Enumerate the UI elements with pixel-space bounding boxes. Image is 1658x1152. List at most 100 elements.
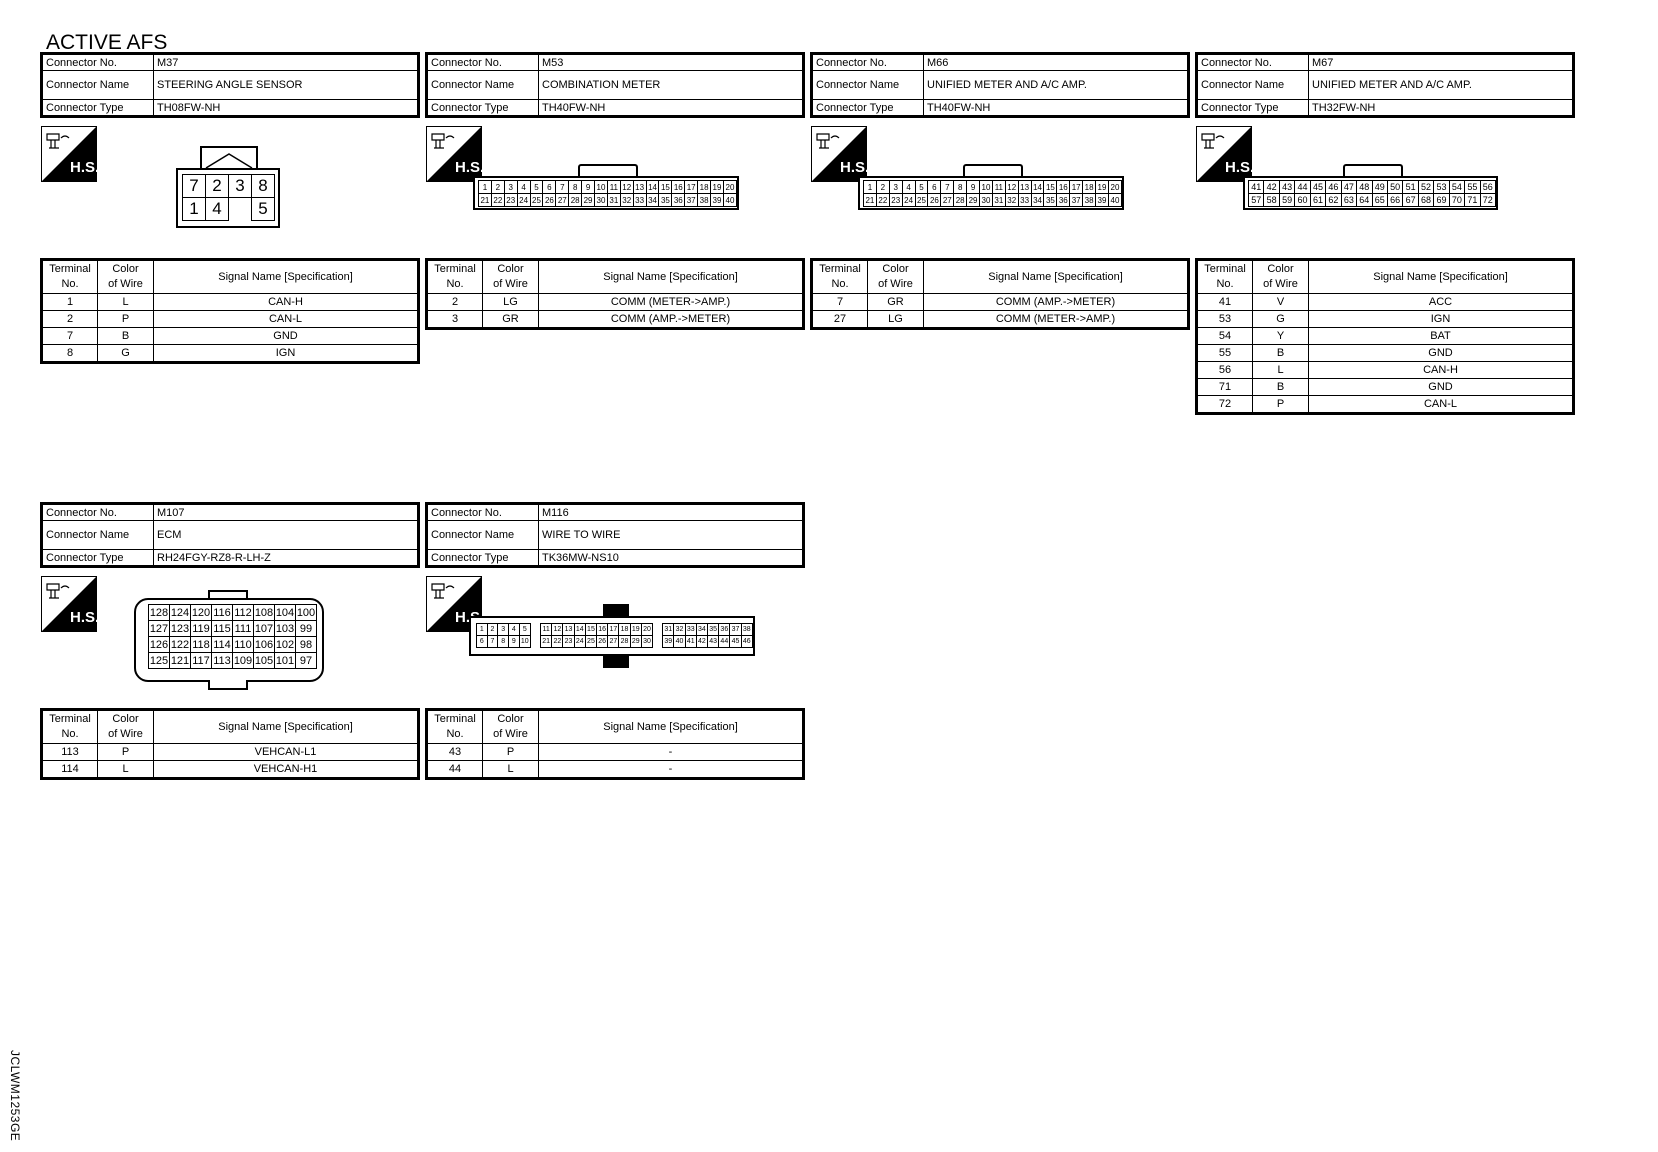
pin-cell: 39: [1095, 193, 1109, 207]
connector-number-row: Connector No.M67: [1196, 53, 1574, 71]
pin-cell: 5: [251, 197, 275, 221]
pin-gap: [653, 624, 663, 636]
pin-cell: 10: [594, 180, 608, 194]
pin-cell: 24: [516, 193, 531, 207]
pin-cell: 31: [606, 193, 621, 207]
pin-cell: 6: [927, 180, 942, 194]
pin-cell: 7: [555, 180, 570, 194]
pin-cell: 117: [190, 652, 212, 669]
pin-cell: 32: [673, 623, 686, 636]
pin-cell: 7: [486, 635, 499, 648]
pin-cell: 20: [1107, 180, 1123, 194]
connector-name-label: Connector Name: [426, 520, 539, 550]
pin-cell: 124: [169, 604, 191, 621]
pin-cell: 35: [1043, 193, 1058, 207]
pin-cell: 20: [640, 623, 654, 636]
pin-cell: 111: [232, 620, 254, 637]
pin-cell: 23: [503, 193, 518, 207]
terminal-number: 2: [426, 293, 483, 311]
pin-cell: 114: [211, 636, 233, 653]
connector-number-row: Connector No.M116: [426, 503, 804, 521]
wire-color: GR: [482, 310, 539, 329]
pin-cell: 115: [211, 620, 233, 637]
signal-name: ACC: [1308, 293, 1574, 311]
pin-cell: 43: [707, 635, 720, 648]
pin-cell: 35: [658, 193, 673, 207]
pin-cell: 58: [1263, 193, 1280, 207]
connector-type-label: Connector Type: [426, 549, 539, 567]
pin-cell: 59: [1278, 193, 1296, 207]
pin-cell: 65: [1371, 193, 1388, 207]
pin-cell: 24: [573, 635, 586, 648]
pin-cell: 8: [953, 180, 968, 194]
pin-cell: 19: [629, 623, 642, 636]
pin-cell: 27: [607, 635, 620, 648]
pin-cell: 5: [518, 623, 531, 636]
pin-cell: 30: [979, 193, 993, 207]
harness-side-icon: H.S.: [1196, 126, 1252, 182]
connector-number-row: Connector No.M66: [811, 53, 1189, 71]
signal-name: COMM (METER->AMP.): [923, 310, 1189, 329]
pin-cell: 3: [228, 174, 252, 198]
pin-cell: 20: [722, 180, 738, 194]
signal-name: GND: [1308, 344, 1574, 362]
terminal-number: 3: [426, 310, 483, 329]
harness-side-icon: H.S.: [41, 576, 97, 632]
pin-cell: 29: [581, 193, 596, 207]
pin-cell: 104: [274, 604, 296, 621]
signal-name: IGN: [1308, 310, 1574, 328]
pin-cell: 6: [542, 180, 557, 194]
pin-cell: 4: [901, 180, 916, 194]
pin-cell: 27: [940, 193, 955, 207]
pin-cell: 30: [594, 193, 608, 207]
pin-cell: 7: [182, 174, 206, 198]
terminal-number: 55: [1196, 344, 1253, 362]
pin-cell: 50: [1386, 180, 1404, 194]
pin-cell: 2: [205, 174, 229, 198]
connector-housing: [963, 164, 1023, 178]
pin-cell: 68: [1417, 193, 1435, 207]
pin-cell: 6: [476, 635, 488, 648]
pin-cell: 15: [1043, 180, 1058, 194]
terminal-number: 71: [1196, 378, 1253, 396]
connector-name-label: Connector Name: [41, 70, 154, 100]
terminal-number: 54: [1196, 327, 1253, 345]
page-title: ACTIVE AFS: [46, 31, 168, 54]
pin-cell: 1: [476, 623, 488, 636]
terminal-number: 27: [811, 310, 868, 329]
pin-cell: 126: [148, 636, 170, 653]
harness-side-label: H.S.: [1225, 159, 1252, 176]
signal-name: VEHCAN-H1: [153, 760, 419, 779]
connector-type-value: TK36MW-NS10: [538, 549, 804, 567]
pin-cell: 14: [645, 180, 660, 194]
pin-cell: 70: [1448, 193, 1466, 207]
